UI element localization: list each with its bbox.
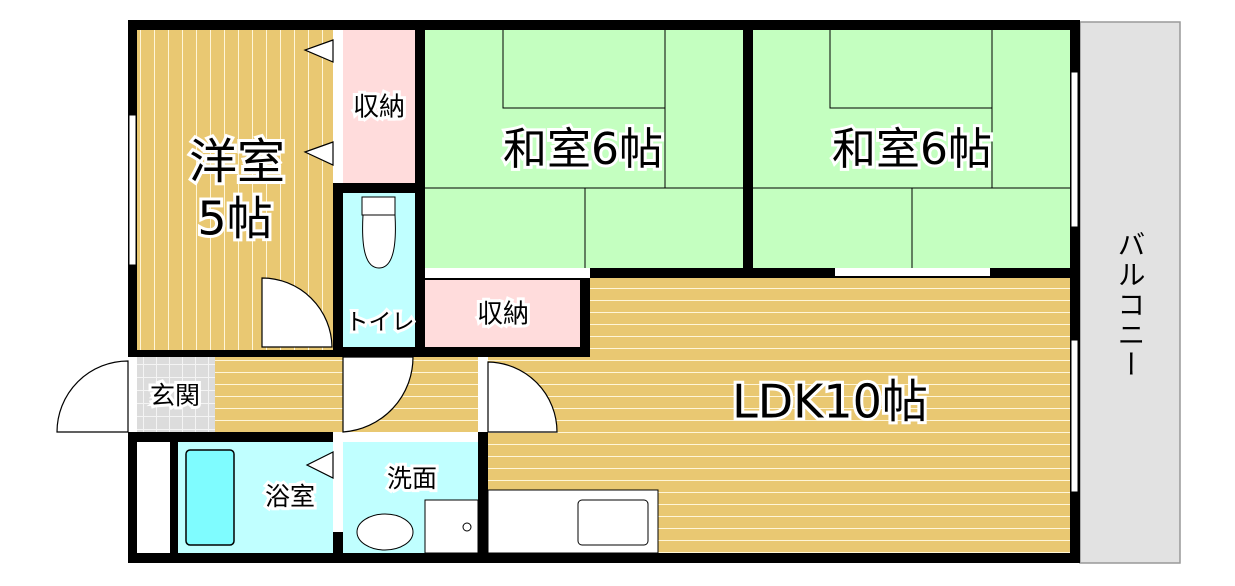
washroom-door <box>333 432 478 442</box>
ldk-label: LDK10帖 <box>732 375 928 429</box>
balcony-label: バルコニー <box>1114 230 1147 380</box>
japanese-room-1 <box>425 30 743 268</box>
sliding-doors-2 <box>835 268 990 276</box>
japanese-room-2-label: 和室6帖 <box>832 124 992 175</box>
sliding-doors-1 <box>425 268 590 278</box>
balcony <box>1079 21 1181 564</box>
entrance-door-gap <box>128 357 137 432</box>
kitchen-sink <box>577 499 649 546</box>
entrance <box>137 357 215 432</box>
hall-door-gap <box>478 357 488 432</box>
storage-closet-1 <box>343 30 415 183</box>
storage-closet-2 <box>425 280 580 347</box>
bathtub <box>185 449 235 546</box>
storage-2-label: 収納 <box>477 300 529 330</box>
windows <box>128 71 1079 493</box>
toilet-tank <box>361 196 396 216</box>
storage-1-label: 収納 <box>353 93 405 123</box>
washing-machine <box>424 499 479 554</box>
closet-doors <box>333 30 343 183</box>
western-room-name: 洋室 <box>189 134 285 190</box>
entrance-label: 玄関 <box>150 381 200 410</box>
ldk <box>590 278 1070 553</box>
western-room-size: 5帖 <box>197 192 272 246</box>
tatami-lines <box>425 30 1070 268</box>
japanese-room-1-label: 和室6帖 <box>503 124 663 175</box>
storage-bottom-left <box>137 442 170 553</box>
bathroom-label: 浴室 <box>265 482 315 511</box>
drain-icon <box>462 522 472 532</box>
sink-icon <box>356 513 414 551</box>
door-swings <box>56 39 558 479</box>
toilet-bowl <box>362 214 396 269</box>
washroom-label: 洗面 <box>387 464 437 493</box>
toilet-label: トイレ <box>346 310 415 336</box>
bath-door <box>333 442 343 532</box>
